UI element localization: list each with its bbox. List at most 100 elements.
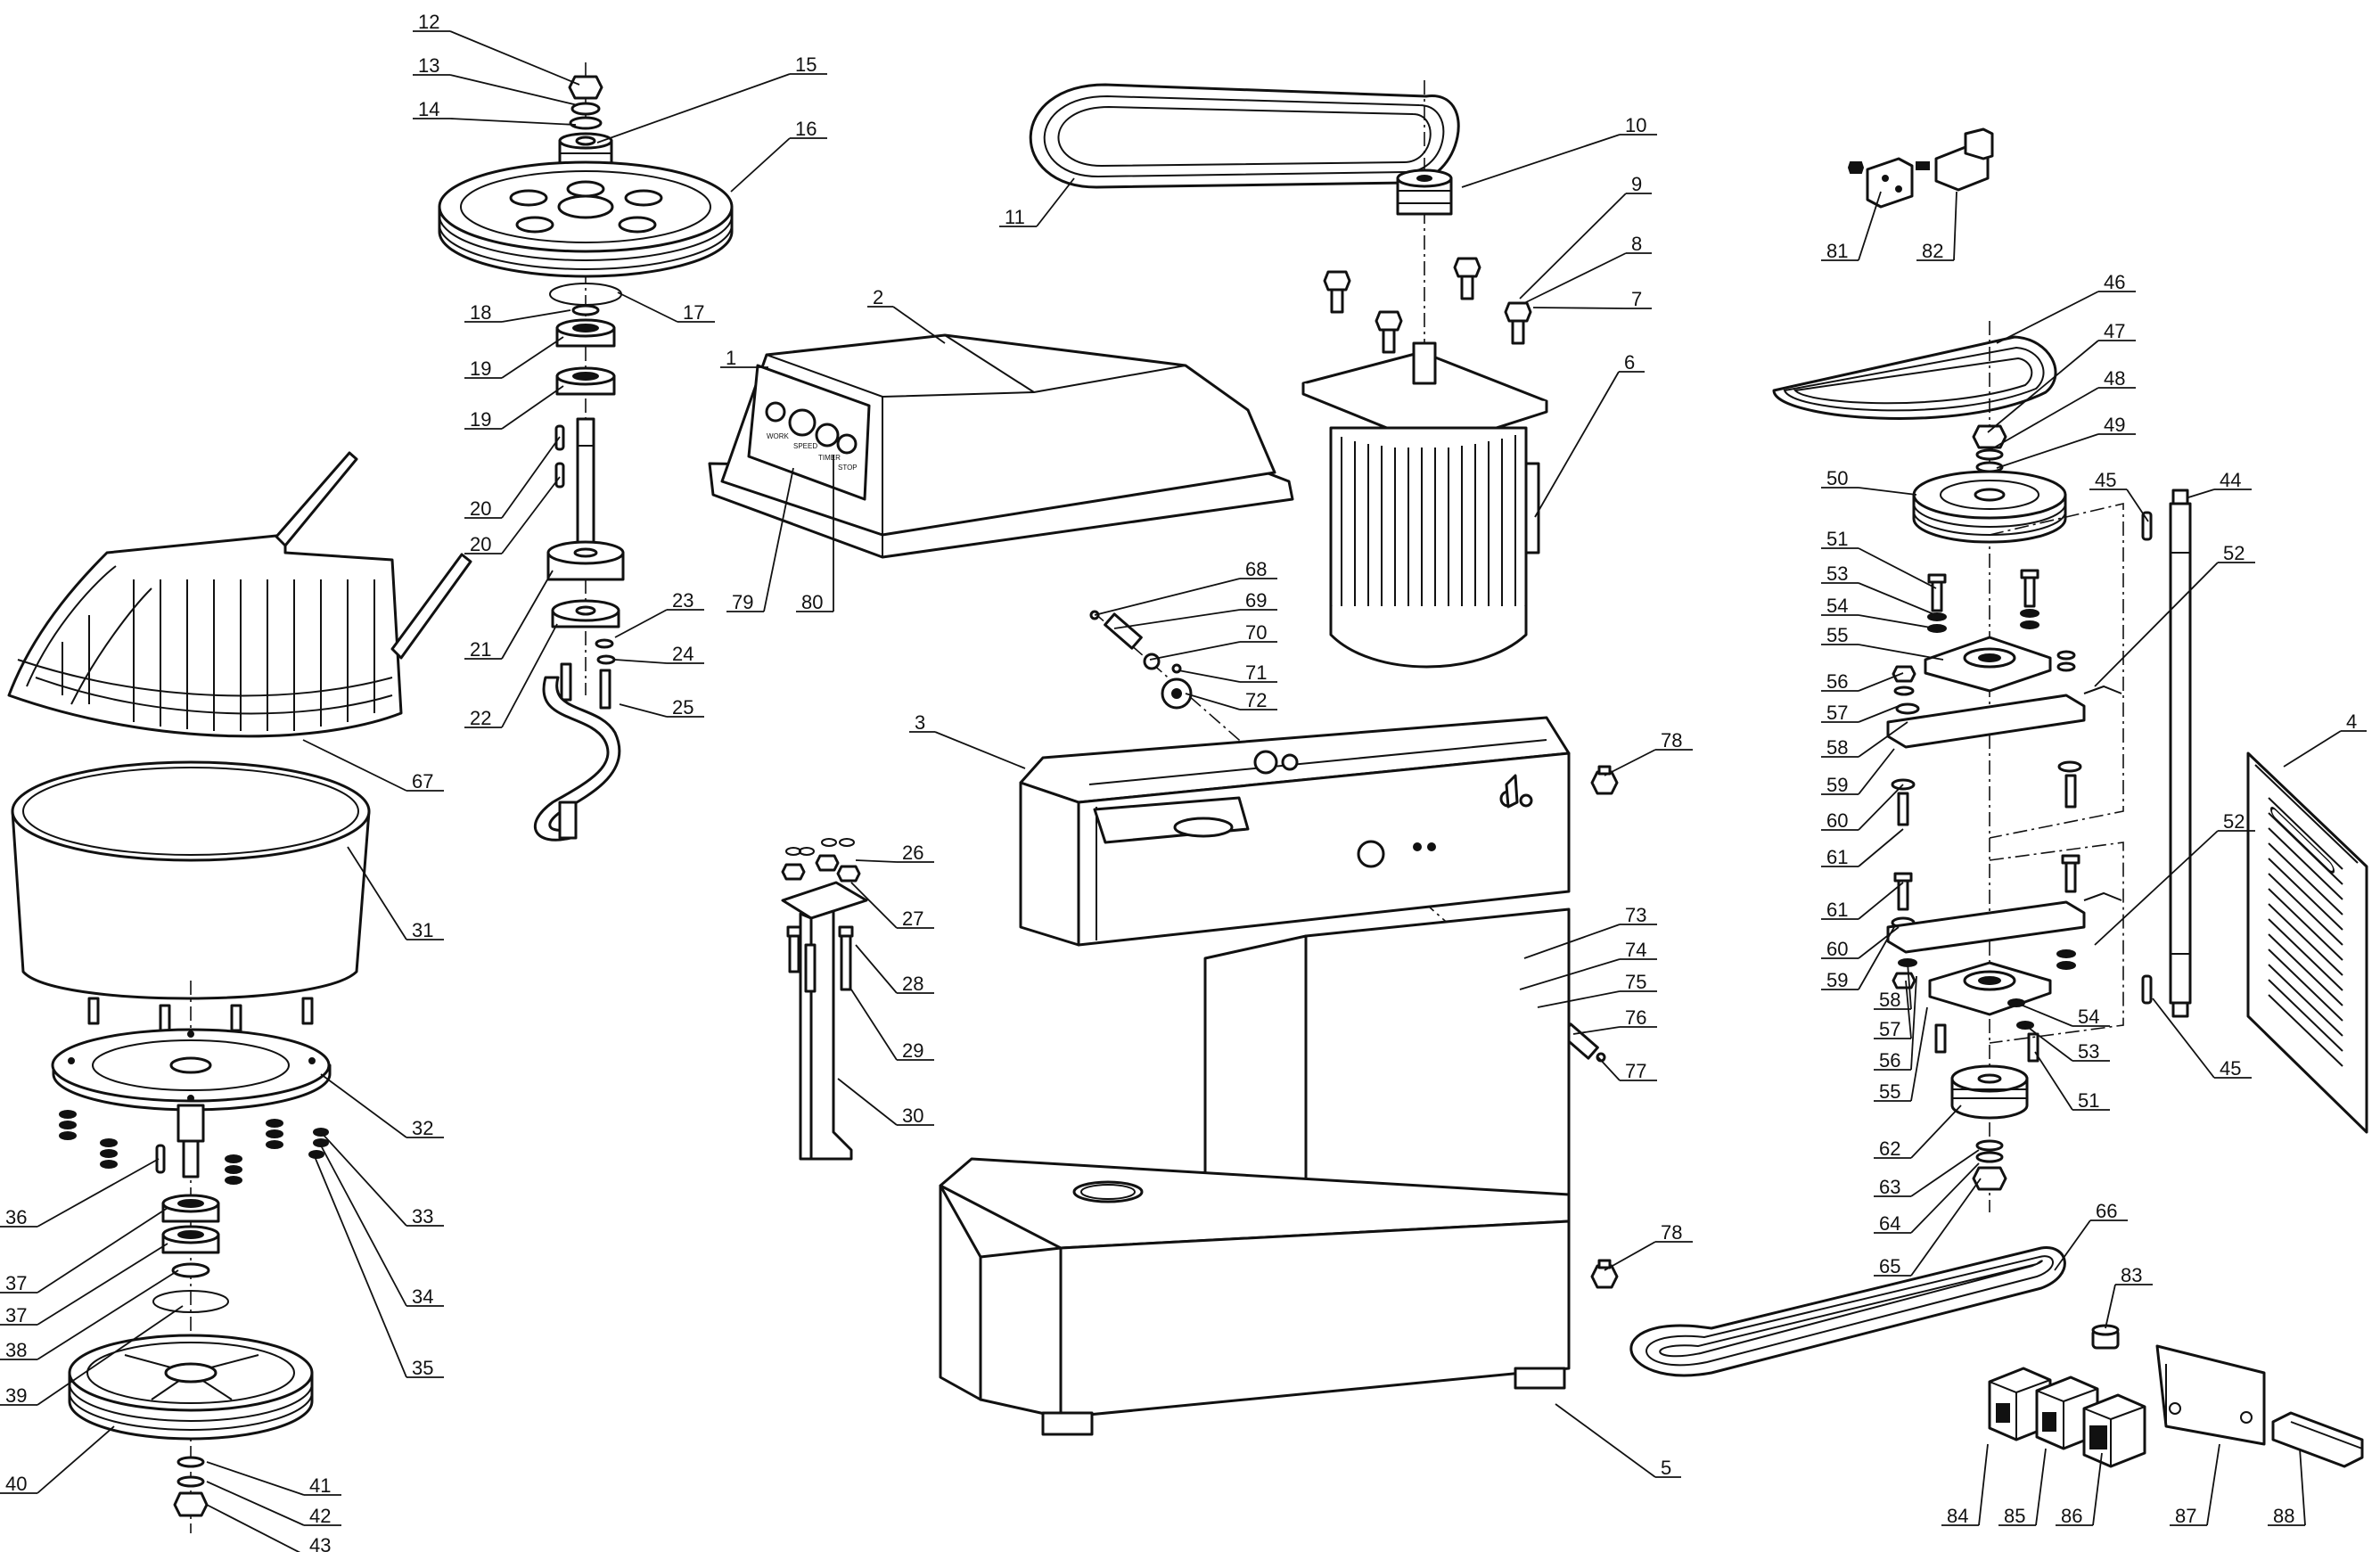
part-47-nut — [1972, 424, 2007, 449]
callout-51: 51 — [2034, 1051, 2110, 1112]
callout-leader — [1149, 641, 1241, 661]
callout-leader — [2187, 489, 2215, 498]
callout-leader — [501, 309, 571, 323]
part-21-collar — [546, 540, 625, 581]
callout-6: 6 — [1534, 351, 1645, 518]
callout-leader — [850, 989, 898, 1061]
callout-leader — [1910, 1104, 1962, 1159]
callout-50: 50 — [1821, 467, 1917, 496]
callout-number: 68 — [1245, 558, 1267, 580]
callout-25: 25 — [619, 696, 704, 719]
callout-number: 6 — [1624, 351, 1635, 374]
callout-number: 15 — [795, 53, 817, 76]
callout-leader — [37, 1207, 168, 1293]
part-22-flange — [551, 599, 620, 628]
callout-number: 67 — [412, 770, 433, 792]
callout-number: 64 — [1879, 1212, 1900, 1235]
callout-number: 30 — [902, 1104, 923, 1127]
callout-leader — [501, 476, 561, 554]
callout-number: 71 — [1245, 661, 1267, 684]
callout-39: 39 — [0, 1305, 184, 1407]
callout-86: 86 — [2056, 1452, 2103, 1527]
callout-number: 8 — [1631, 233, 1642, 255]
part-56-nut — [1892, 665, 1916, 683]
callout-number: 43 — [309, 1534, 331, 1552]
callout-26: 26 — [855, 842, 934, 864]
callout-83: 83 — [2105, 1264, 2153, 1329]
callout-leader — [2092, 1452, 2103, 1526]
callout-17: 17 — [617, 292, 715, 324]
callout-leader — [501, 336, 564, 379]
callout-number: 45 — [2095, 469, 2116, 491]
part-3-machine-body — [939, 716, 1571, 1436]
callout-number: 38 — [5, 1339, 27, 1361]
callout-59: 59 — [1821, 748, 1895, 796]
callout-number: 52 — [2223, 810, 2245, 833]
callout-leader — [855, 944, 898, 994]
callout-number: 87 — [2175, 1505, 2196, 1527]
callout-leader — [1910, 1006, 1928, 1102]
callout-leader — [501, 436, 561, 519]
callout-61: 61 — [1821, 882, 1904, 921]
callout-number: 26 — [902, 842, 923, 864]
callout-number: 2 — [873, 286, 883, 308]
callout-46: 46 — [1996, 271, 2136, 344]
callout-80: 80 — [796, 455, 834, 613]
part-67-bowl-guard — [7, 451, 472, 738]
part-45-key-upper — [2141, 511, 2153, 541]
control-knob-3 — [815, 423, 840, 448]
callout-leader — [763, 467, 794, 612]
part-38-spacer — [171, 1262, 210, 1278]
callout-leader — [1910, 1178, 1982, 1277]
part-68-72-shaft-upper — [1089, 610, 1193, 710]
part-14-washer — [569, 116, 603, 130]
callout-number: 3 — [915, 711, 925, 734]
part-41-washer — [176, 1456, 205, 1468]
callout-number: 55 — [1826, 624, 1848, 646]
callout-58: 58 — [1874, 962, 1912, 1011]
part-50-gearbox-pulley — [1912, 470, 2067, 544]
callout-leader — [2206, 1443, 2220, 1526]
callout-18: 18 — [464, 301, 571, 324]
callout-29: 29 — [850, 989, 934, 1062]
callout-leader — [934, 731, 1026, 769]
part-69-sleeve — [1104, 612, 1143, 650]
callout-65: 65 — [1874, 1178, 1982, 1277]
callout-number: 39 — [5, 1384, 27, 1407]
callout-53: 53 — [1821, 562, 1937, 616]
callout-number: 24 — [672, 643, 693, 665]
callout-number: 57 — [1826, 702, 1848, 724]
callout-leader — [2015, 1002, 2073, 1027]
callout-number: 35 — [412, 1357, 433, 1379]
callout-84: 84 — [1941, 1443, 1989, 1527]
callout-number: 11 — [1005, 206, 1025, 228]
callout-41: 41 — [206, 1461, 341, 1497]
part-35-nut — [308, 1150, 324, 1159]
callout-48: 48 — [1989, 367, 2136, 451]
callout-47: 47 — [1987, 320, 2136, 433]
callout-number: 18 — [470, 301, 491, 324]
callout-36: 36 — [0, 1158, 160, 1228]
callout-number: 19 — [470, 408, 491, 431]
part-61-bolt — [1897, 792, 1909, 826]
part-24-washer — [596, 654, 616, 665]
callout-52: 52 — [2094, 542, 2255, 687]
part-66-bowl-belt — [1629, 1246, 2066, 1377]
part-63-washer — [1975, 1139, 2004, 1152]
callout-37: 37 — [0, 1207, 168, 1294]
callout-52: 52 — [2094, 810, 2255, 946]
callout-4: 4 — [2283, 710, 2367, 768]
callout-number: 32 — [412, 1117, 433, 1139]
callout-leader — [1858, 487, 1917, 496]
callout-leader — [1910, 1162, 1980, 1234]
callout-19: 19 — [464, 336, 564, 380]
callout-number: 5 — [1661, 1457, 1671, 1479]
callout-38: 38 — [0, 1269, 179, 1361]
part-16-large-pulley — [438, 160, 734, 278]
callout-55: 55 — [1874, 1006, 1928, 1103]
callout-number: 42 — [309, 1505, 331, 1527]
callout-number: 46 — [2104, 271, 2125, 293]
callout-number: 60 — [1826, 938, 1848, 960]
callout-number: 51 — [1826, 528, 1848, 550]
